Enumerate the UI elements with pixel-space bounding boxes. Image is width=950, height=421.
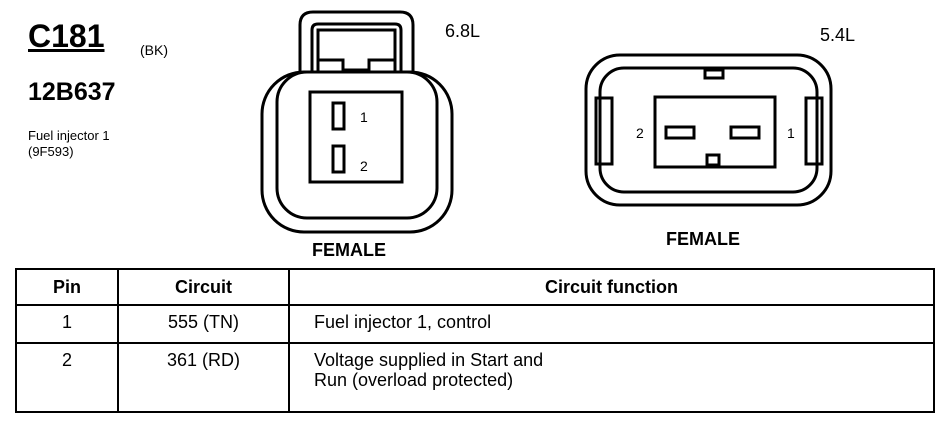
cell-circuit: 555 (TN) (117, 304, 290, 344)
function-line: Run (overload protected) (314, 370, 514, 390)
connector-face-68 (260, 10, 454, 234)
side-latch-right (804, 96, 824, 166)
connector-diagrams: 1 2 6.8L FEMALE 2 1 5.4L FEMALE (260, 10, 855, 260)
wire-color: (BK) (140, 42, 168, 58)
header-pin: Pin (15, 268, 119, 306)
description-line: Fuel injector 1 (28, 128, 110, 143)
connector-body-outer (584, 53, 833, 207)
connector-body-inner (598, 66, 819, 194)
pin-slot-1 (729, 125, 761, 140)
pin-label: 1 (360, 109, 368, 125)
side-latch-left (594, 96, 614, 166)
engine-label: 6.8L (445, 21, 480, 41)
connector-face-54 (584, 53, 833, 207)
pin-label: 2 (636, 125, 644, 141)
table-row: 1 555 (TN) Fuel injector 1, control (15, 304, 935, 344)
function-line: Fuel injector 1, control (314, 312, 492, 332)
connector-body-inner (275, 70, 439, 220)
cell-function: Voltage supplied in Start and Run (overl… (288, 342, 935, 413)
connector-id: C181 (28, 18, 105, 54)
key-tab (703, 68, 725, 80)
terminal-block (308, 90, 404, 184)
cell-pin: 1 (15, 304, 119, 344)
gender-label: FEMALE (312, 240, 386, 260)
pin-slot-2 (664, 125, 696, 140)
cell-function: Fuel injector 1, control (288, 304, 935, 344)
pinout-table: Pin Circuit Circuit function 1 555 (TN) … (15, 268, 935, 413)
description-line: (9F593) (28, 144, 74, 159)
cell-pin: 2 (15, 342, 119, 413)
header-circuit: Circuit (117, 268, 290, 306)
pin-slot-2 (331, 144, 346, 174)
connector-description: Fuel injector 1 (9F593) (28, 128, 110, 160)
pin-label: 1 (787, 125, 795, 141)
function-line: Voltage supplied in Start and (314, 350, 544, 370)
engine-label: 5.4L (820, 25, 855, 45)
terminal-block (653, 95, 777, 169)
pin-label: 2 (360, 158, 368, 174)
header-circuit-function: Circuit function (288, 268, 935, 306)
connector-body-outer (260, 70, 454, 234)
latch-notch (318, 58, 395, 72)
pin-slot-1 (331, 101, 346, 131)
table-header-row: Pin Circuit Circuit function (15, 268, 935, 306)
latch-housing (298, 10, 415, 72)
latch-tab (316, 28, 397, 74)
gender-label: FEMALE (666, 229, 740, 249)
table-row: 2 361 (RD) Voltage supplied in Start and… (15, 342, 935, 413)
key-notch (705, 153, 721, 167)
part-number: 12B637 (28, 78, 116, 106)
latch-housing-inner (310, 22, 403, 72)
cell-circuit: 361 (RD) (117, 342, 290, 413)
